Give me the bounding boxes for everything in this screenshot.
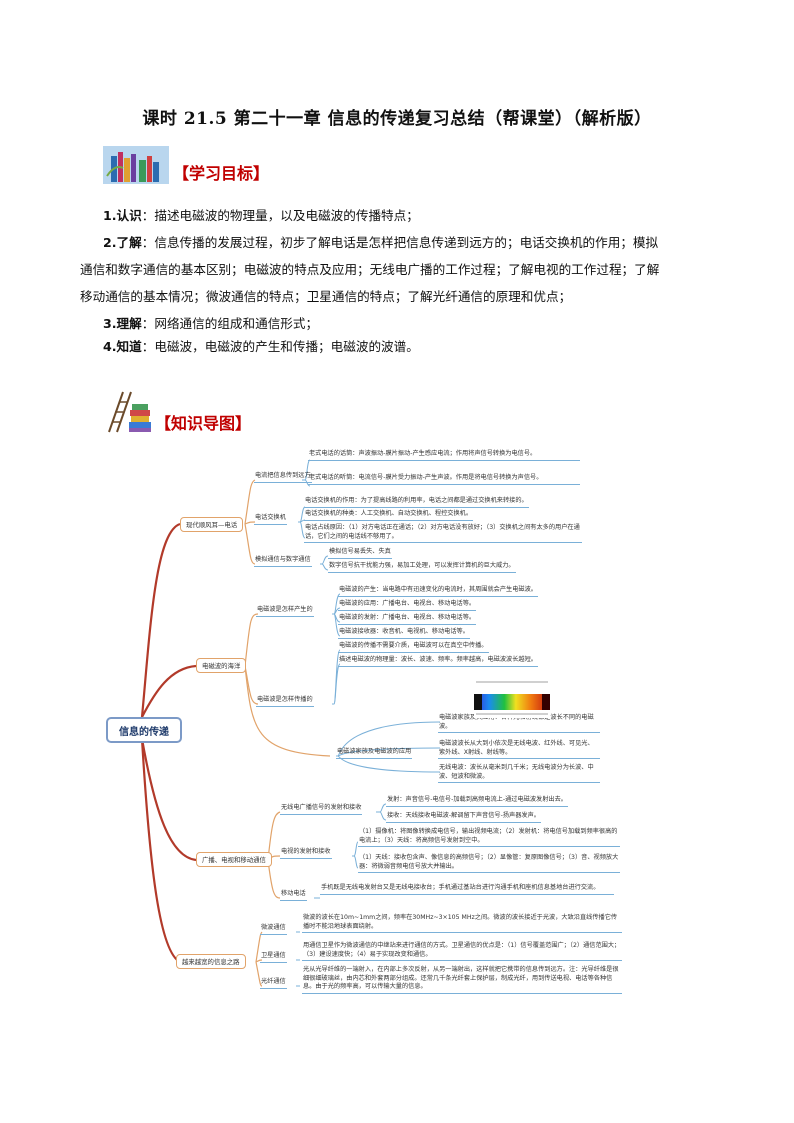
goal-item: 3.理解：网络通信的组成和通信形式； xyxy=(103,310,703,337)
goal-text: ：网络通信的组成和通信形式； xyxy=(142,316,318,331)
page-title: 课时 21.5 第二十一章 信息的传递复习总结（帮课堂）（解析版） xyxy=(0,104,794,129)
node-satellite: 卫星通信 xyxy=(260,952,287,963)
leaf-em-order: 电磁波波长从大到小依次是无线电波、红外线、可见光、紫外线、X射线、射线等。 xyxy=(438,740,600,759)
leaf-tv-receive: （1）天线：接收包含声、像信息的高频信号；（2）显像管：复原图像信号；（3）音、… xyxy=(358,854,620,873)
goal-tag: 2.了解 xyxy=(103,235,142,250)
goals-section-header: 【学习目标】 xyxy=(103,146,269,184)
goal-item: 4.知道：电磁波，电磁波的产生和传播；电磁波的波谱。 xyxy=(103,337,703,357)
leaf-busy-reason: 电话占线原因：（1）对方电话正在通话；（2）对方电话没有放好；（3）交换机之间有… xyxy=(304,524,582,543)
leaf-digital: 数字信号抗干扰能力强，易加工处理，可以发挥计算机的巨大威力。 xyxy=(328,562,516,573)
leaf-analog: 模拟信号易丢失、失真 xyxy=(328,548,392,559)
goal-text: ：信息传播的发展过程，初步了解电话是怎样把信息传递到远方的；电话交换机的作用；模… xyxy=(142,235,658,250)
goal-item: 1.认识：描述电磁波的物理量，以及电磁波的传播特点； xyxy=(103,202,703,229)
goal-tag: 1.认识 xyxy=(103,208,142,223)
leaf-em-application: 电磁波的应用：广播电台、电视台、移动电话等。 xyxy=(338,600,476,611)
leaf-exchange-types: 电话交换机的种类：人工交换机、自动交换机、程控交换机。 xyxy=(304,510,473,521)
learning-goals: 1.认识：描述电磁波的物理量，以及电磁波的传播特点； 2.了解：信息传播的发展过… xyxy=(103,202,703,357)
node-em-family: 电磁波家族及电磁波的应用 xyxy=(336,748,412,759)
node-current-transmits: 电流把信息传到远方 xyxy=(254,472,312,483)
node-em-generation: 电磁波是怎样产生的 xyxy=(256,606,314,617)
node-mobile: 移动电话 xyxy=(280,890,307,901)
node-analog-digital: 模拟通信与数字通信 xyxy=(254,556,312,567)
branch-info-road: 越来越宽的信息之路 xyxy=(176,954,246,969)
goal-text: ：电磁波，电磁波的产生和传播；电磁波的波谱。 xyxy=(142,339,419,354)
goal-text-line: 移动通信的基本情况；微波通信的特点；卫星通信的特点；了解光纤通信的原理和优点； xyxy=(80,283,703,310)
node-tv: 电视的发射和接收 xyxy=(280,848,332,859)
map-section-label: 【知识导图】 xyxy=(155,410,251,434)
goal-tag: 3.理解 xyxy=(103,316,142,331)
books-icon xyxy=(103,146,169,184)
leaf-em-no-medium: 电磁波的传播不需要介质，电磁波可以在真空中传播。 xyxy=(338,642,489,653)
node-radio-broadcast: 无线电广播信号的发射和接收 xyxy=(280,804,362,815)
branch-broadcast: 广播、电视和移动通信 xyxy=(196,852,272,867)
map-section-header: 【知识导图】 xyxy=(103,390,251,434)
leaf-microphone: 老式电话的话筒：声波振动-膜片振动-产生感应电流；作用将声信号转换为电信号。 xyxy=(308,450,580,461)
leaf-radio-receive: 接收：天线接收电磁波-解调留下声音信号-扬声器发声。 xyxy=(386,812,541,823)
leaf-radio-transmit: 发射：声音信号-电信号-加载到高频电流上-通过电磁波发射出去。 xyxy=(386,796,568,807)
leaf-radio-wave: 无线电波：波长从毫米到几千米；无线电波分为长波、中波、短波和微波。 xyxy=(438,764,600,783)
leaf-em-production: 电磁波的产生：当电路中有迅速变化的电流时，其周围就会产生电磁波。 xyxy=(338,586,538,597)
leaf-satellite: 用通信卫星作为微波通信的中继站来进行通信的方式。卫星通信的优点是：（1）信号覆盖… xyxy=(302,942,622,961)
leaf-em-emission: 电磁波的发射：广播电台、电视台、移动电话等。 xyxy=(338,614,476,625)
goals-section-label: 【学习目标】 xyxy=(173,160,269,184)
leaf-microwave: 微波的波长在10m~1mm之间，频率在30MHz~3×105 MHz之间。微波的… xyxy=(302,914,622,933)
mind-map: 信息的传递 现代顺风耳—电话 电流把信息传到远方 老式电话的话筒：声波振动-膜片… xyxy=(100,452,630,992)
branch-telephone: 现代顺风耳—电话 xyxy=(180,517,243,532)
leaf-em-receiver: 电磁波接收器：收音机、电视机、移动电话等。 xyxy=(338,628,470,639)
goal-text: ：描述电磁波的物理量，以及电磁波的传播特点； xyxy=(142,208,419,223)
leaf-em-quantities: 描述电磁波的物理量：波长、波速、频率。频率越高，电磁波波长越短。 xyxy=(338,656,538,667)
node-fiber: 光纤通信 xyxy=(260,978,287,989)
leaf-earpiece: 老式电话的听筒：电流信号-膜片受力振动-产生声波。作用是将电信号转换为声信号。 xyxy=(308,474,580,485)
mind-map-root: 信息的传递 xyxy=(106,717,182,743)
node-em-propagation: 电磁波是怎样传播的 xyxy=(256,696,314,707)
goal-tag: 4.知道 xyxy=(103,339,142,354)
leaf-fiber: 光从光导纤维的一端射入，在内部上多次反射，从另一端射出，这样就把它携带的信息传到… xyxy=(302,966,622,994)
ladder-books-icon xyxy=(103,390,153,434)
goal-item: 2.了解：信息传播的发展过程，初步了解电话是怎样把信息传递到远方的；电话交换机的… xyxy=(103,229,703,256)
leaf-exchange-role: 电话交换机的作用：为了提高线路的利用率，电话之间都是通过交换机来转接的。 xyxy=(304,497,529,508)
em-spectrum-image xyxy=(474,672,550,718)
leaf-mobile: 手机既是无线电发射台又是无线电接收台；手机通过基站台进行沟通手机和座机信息基地台… xyxy=(320,884,614,895)
goal-text-line: 通信和数字通信的基本区别；电磁波的特点及应用；无线电广播的工作过程；了解电视的工… xyxy=(80,256,703,283)
node-microwave: 微波通信 xyxy=(260,924,287,935)
branch-em-waves: 电磁波的海洋 xyxy=(196,658,246,673)
node-exchange: 电话交换机 xyxy=(254,514,287,525)
leaf-tv-transmit: （1）摄像机：将图像转换成电信号，输出视频电流；（2）发射机：将电信号加载到频率… xyxy=(358,828,620,847)
